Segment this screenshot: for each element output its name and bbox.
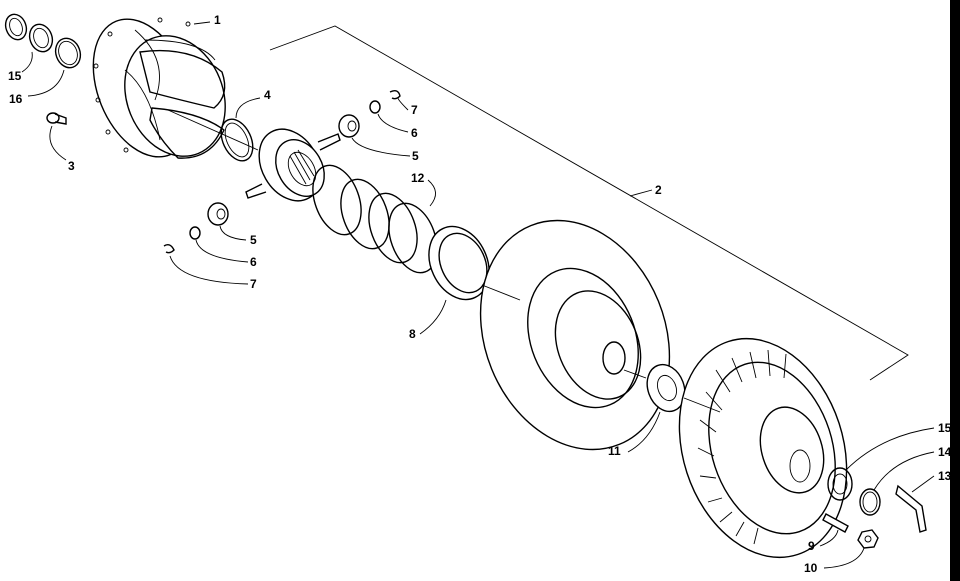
leader-10 [823, 547, 865, 569]
leader-2 [629, 189, 653, 197]
hex-key-13 [895, 484, 927, 533]
leader-5a [351, 137, 411, 157]
movable-sheave [479, 219, 671, 451]
callout-16: 16 [9, 92, 23, 106]
callout-3: 3 [68, 159, 75, 173]
leader-15b [845, 427, 935, 471]
callout-11: 11 [608, 444, 621, 458]
callout-6-top: 6 [411, 126, 418, 140]
spider-housing-1 [92, 17, 226, 159]
axis-line-3 [623, 369, 647, 379]
leader-1 [193, 21, 211, 25]
leader-7b [169, 255, 249, 285]
leader-5b [219, 225, 247, 241]
leader-6b [195, 239, 249, 263]
roller-5-top [338, 114, 360, 138]
roller-hub [245, 128, 341, 202]
leader-15a [21, 51, 33, 73]
leader-11 [627, 411, 661, 453]
seal-ring-8 [428, 225, 490, 301]
axis-line-4 [683, 397, 721, 413]
washer-11 [646, 363, 686, 413]
pin-9 [822, 513, 849, 533]
callout-15-right: 15 [938, 421, 952, 435]
roller-5-bottom [207, 202, 229, 226]
callout-6-bottom: 6 [250, 255, 257, 269]
leader-9 [819, 529, 839, 547]
callout-5-bottom: 5 [250, 233, 257, 247]
callout-12: 12 [411, 171, 425, 185]
washer-6-top [369, 100, 381, 114]
clip-7-top [389, 89, 401, 100]
snap-ring-4 [220, 118, 254, 162]
leader-6a [377, 113, 409, 133]
callout-5-top: 5 [412, 149, 419, 163]
callout-2: 2 [655, 183, 662, 197]
leader-13 [911, 475, 935, 493]
callout-13: 13 [938, 469, 952, 483]
right-edge-bar [950, 0, 960, 581]
washer-6-bottom [189, 226, 201, 240]
leader-8 [419, 299, 447, 335]
fixed-sheave [678, 337, 848, 559]
leader-16 [27, 69, 65, 97]
leader-3 [49, 125, 67, 161]
callout-10: 10 [804, 561, 818, 575]
nut-10 [857, 529, 879, 549]
washer-15-right [827, 467, 853, 501]
assembly-bracket [269, 25, 909, 381]
washer-15-top [4, 13, 54, 53]
leader-12 [427, 179, 436, 207]
bolt-3 [46, 112, 67, 125]
ring-16 [54, 37, 82, 69]
callout-9: 9 [808, 539, 815, 553]
axis-line-2 [481, 284, 521, 301]
leader-7a [397, 97, 409, 111]
callout-4: 4 [264, 88, 271, 102]
callout-7-top: 7 [411, 103, 418, 117]
clip-7-bottom [163, 243, 175, 254]
callout-1: 1 [214, 13, 221, 27]
callout-8: 8 [409, 327, 416, 341]
leader-4 [235, 97, 261, 119]
callout-7-bottom: 7 [250, 277, 257, 291]
ring-14 [859, 488, 881, 516]
axis-line-1 [167, 109, 259, 151]
callout-14: 14 [938, 445, 952, 459]
callout-15-top: 15 [8, 69, 22, 83]
leader-14 [873, 451, 935, 491]
spring-12 [312, 164, 438, 274]
